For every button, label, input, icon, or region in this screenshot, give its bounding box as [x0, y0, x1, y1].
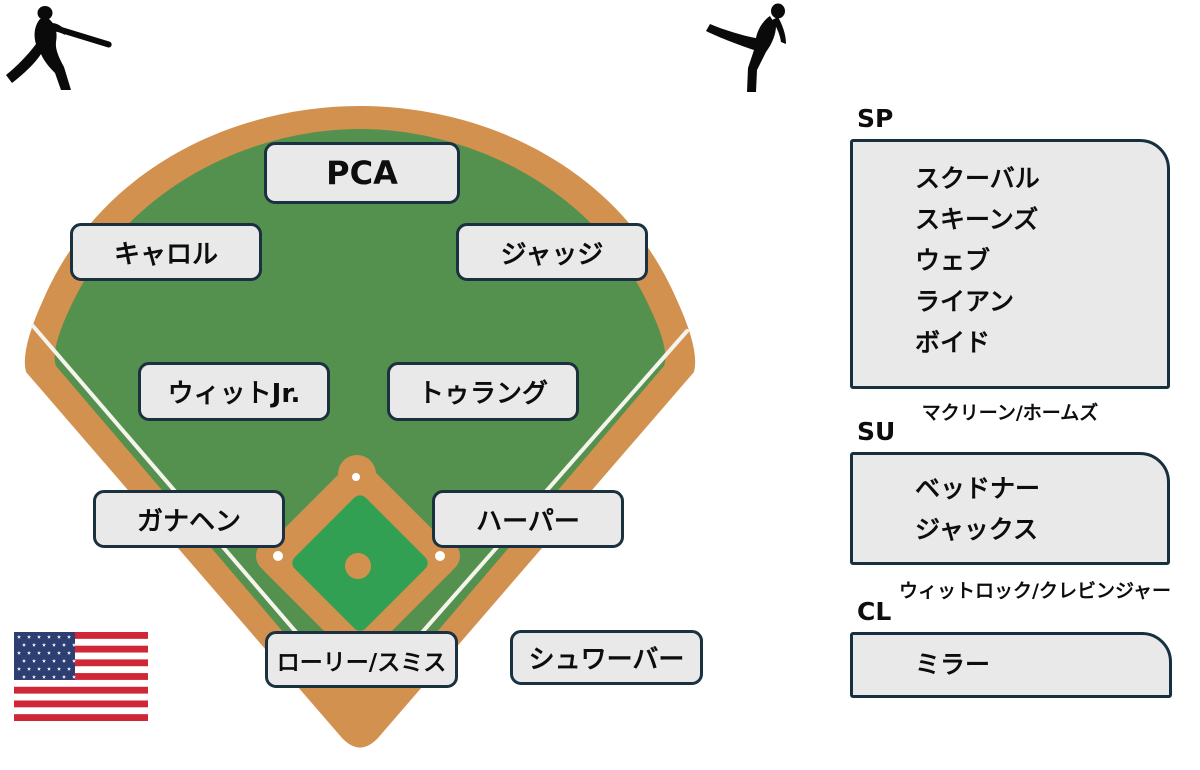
us-flag — [14, 632, 148, 721]
flag-stars — [16, 634, 77, 679]
position-box-catcher: ローリー/スミス — [265, 631, 458, 688]
position-box-shortstop: ウィットJr. — [138, 362, 330, 421]
cl-player: ミラー — [915, 650, 991, 679]
third-base-dirt-circle — [256, 540, 288, 572]
position-box-designated-hitter: シュワーバー — [510, 630, 703, 685]
sp-player: スクーバル — [915, 164, 1040, 193]
sp-note: マクリーン/ホームズ — [921, 402, 1099, 424]
su-player: ベッドナー — [915, 474, 1041, 503]
sp-player: スキーンズ — [915, 205, 1039, 234]
sp-box: スクーバル スキーンズ ウェブ ライアン ボイド — [850, 139, 1170, 389]
section-label-cl: CL — [857, 597, 892, 626]
su-note: ウィットロック/クレビンジャー — [899, 580, 1171, 602]
position-box-center-field: PCA — [264, 142, 460, 204]
sp-player: ウェブ — [915, 246, 991, 275]
position-box-right-field: ジャッジ — [456, 223, 648, 281]
section-label-su: SU — [857, 417, 896, 446]
section-label-sp: SP — [857, 104, 894, 133]
su-player: ジャックス — [915, 515, 1039, 544]
position-box-third-base: ガナヘン — [93, 490, 285, 548]
position-box-second-base: トゥラング — [387, 362, 579, 421]
pitcher-mound — [345, 553, 371, 579]
position-box-left-field: キャロル — [70, 223, 262, 281]
sp-player: ボイド — [915, 328, 991, 357]
su-box: ベッドナー ジャックス — [850, 452, 1170, 565]
third-base-marker — [273, 551, 283, 561]
first-base-marker — [435, 551, 445, 561]
position-box-first-base: ハーパー — [432, 490, 624, 548]
batter-silhouette-icon — [6, 6, 112, 90]
pitcher-silhouette-icon — [706, 3, 786, 92]
cl-box: ミラー — [850, 632, 1172, 698]
second-base-marker — [352, 473, 360, 481]
sp-player: ライアン — [915, 287, 1015, 316]
